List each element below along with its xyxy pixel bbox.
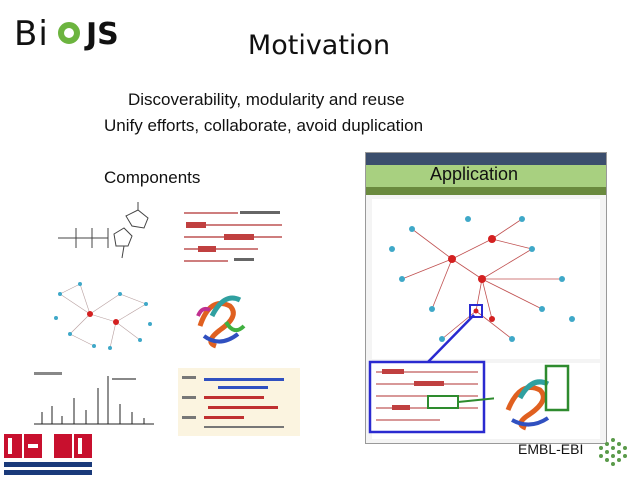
logo-text-js: JS xyxy=(86,17,119,52)
slide-title: Motivation xyxy=(247,30,391,61)
biohackathon-logo-icon xyxy=(4,434,92,475)
feature-viewer-thumbnail xyxy=(178,368,300,436)
app-nav-bar xyxy=(366,187,606,195)
connector-blue xyxy=(427,314,475,363)
app-header-band xyxy=(366,165,606,187)
network-graph-thumbnail xyxy=(50,274,160,354)
protein-structure-thumbnail xyxy=(190,286,250,352)
embl-ebi-logo-icon xyxy=(599,438,627,466)
biojs-logo: Bi JS xyxy=(14,14,144,60)
spectrum-chart-thumbnail xyxy=(28,368,158,430)
bullet-discoverability: Discoverability, modularity and reuse xyxy=(128,90,405,109)
protein-highlight-box xyxy=(544,364,570,412)
components-heading: Components xyxy=(104,168,201,187)
logo-text-bi: Bi xyxy=(14,14,49,54)
app-top-bar xyxy=(366,153,606,165)
application-label: Application xyxy=(430,164,519,184)
selected-node-box xyxy=(469,304,483,318)
molecule-structure-thumbnail xyxy=(52,200,162,268)
app-network-panel xyxy=(372,199,600,359)
bullet-unify: Unify efforts, collaborate, avoid duplic… xyxy=(104,116,424,135)
logo-ring-icon xyxy=(58,22,80,44)
sequence-viewer-thumbnail xyxy=(178,205,288,267)
app-network-graph xyxy=(389,216,575,342)
embl-ebi-label: EMBL-EBI xyxy=(518,441,584,457)
